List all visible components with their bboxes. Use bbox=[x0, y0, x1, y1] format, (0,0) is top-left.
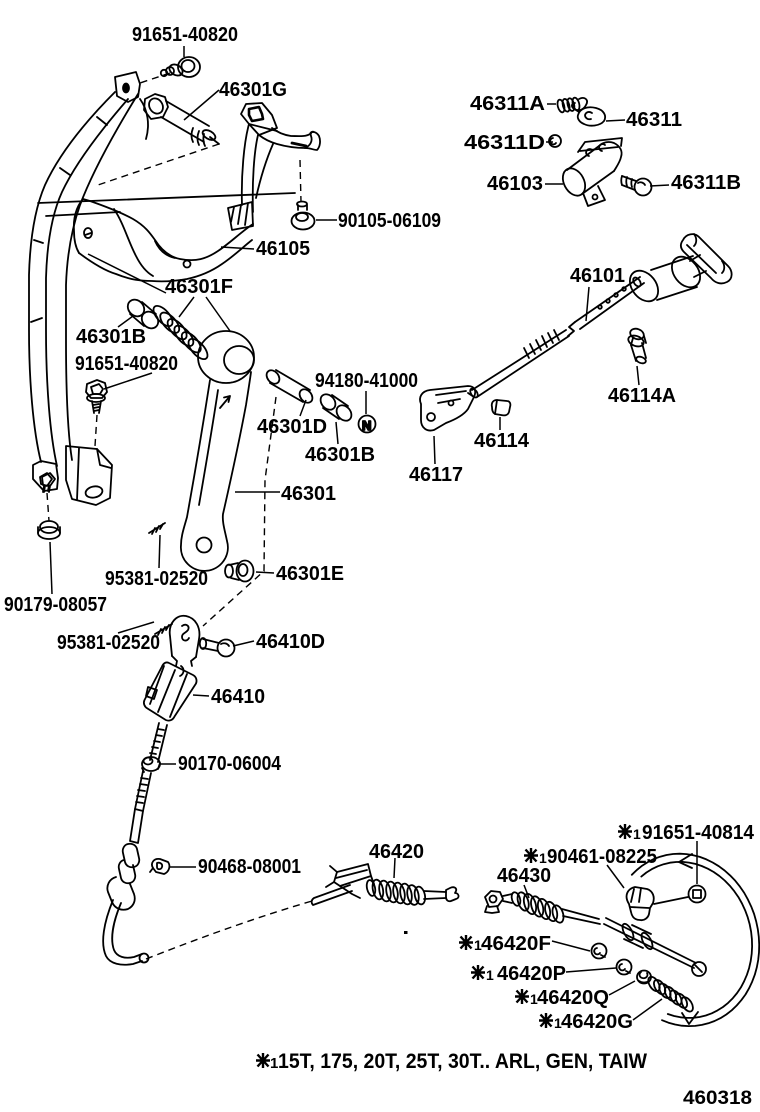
svg-text:1: 1 bbox=[633, 826, 641, 842]
svg-text:460318: 460318 bbox=[683, 1088, 752, 1109]
svg-text:46311D: 46311D bbox=[464, 132, 545, 154]
svg-text:46114: 46114 bbox=[474, 430, 530, 452]
svg-text:95381-02520: 95381-02520 bbox=[105, 568, 208, 590]
svg-text:1: 1 bbox=[539, 850, 547, 866]
svg-text:90179-08057: 90179-08057 bbox=[4, 594, 107, 616]
svg-text:46105: 46105 bbox=[256, 238, 310, 260]
svg-text:46420P: 46420P bbox=[497, 963, 566, 985]
svg-text:46311: 46311 bbox=[626, 109, 682, 131]
svg-text:46301: 46301 bbox=[281, 483, 336, 505]
svg-text:N: N bbox=[362, 418, 371, 433]
svg-text:90170-06004: 90170-06004 bbox=[178, 753, 282, 775]
svg-text:46410: 46410 bbox=[211, 686, 265, 708]
svg-text:1: 1 bbox=[486, 967, 494, 983]
svg-text:46117: 46117 bbox=[409, 464, 463, 486]
svg-text:1: 1 bbox=[530, 991, 538, 1007]
svg-text:46311B: 46311B bbox=[671, 172, 741, 194]
svg-text:90105-06109: 90105-06109 bbox=[338, 210, 441, 232]
svg-text:95381-02520: 95381-02520 bbox=[57, 632, 160, 654]
svg-text:46420Q: 46420Q bbox=[537, 987, 609, 1009]
svg-text:1: 1 bbox=[554, 1015, 562, 1031]
svg-text:46101: 46101 bbox=[570, 265, 625, 287]
svg-text:46301D: 46301D bbox=[257, 416, 327, 438]
svg-text:46301F: 46301F bbox=[165, 276, 233, 298]
svg-text:46301G: 46301G bbox=[219, 79, 287, 101]
svg-text:15T, 175, 20T, 25T, 30T.. ARL,: 15T, 175, 20T, 25T, 30T.. ARL, GEN, TAIW bbox=[278, 1050, 647, 1073]
svg-text:46114A: 46114A bbox=[608, 385, 676, 407]
svg-text:46420: 46420 bbox=[369, 841, 424, 863]
svg-text:1: 1 bbox=[270, 1055, 278, 1072]
svg-text:46103: 46103 bbox=[487, 173, 543, 195]
svg-text:46301B: 46301B bbox=[305, 444, 375, 466]
svg-text:46301E: 46301E bbox=[276, 563, 344, 585]
svg-text:91651-40820: 91651-40820 bbox=[132, 24, 238, 46]
svg-text:46420F: 46420F bbox=[481, 933, 551, 955]
svg-text:46430: 46430 bbox=[497, 865, 551, 887]
svg-text:91651-40814: 91651-40814 bbox=[642, 822, 755, 844]
svg-text:46420G: 46420G bbox=[561, 1011, 633, 1033]
svg-text:46311A: 46311A bbox=[470, 93, 545, 115]
svg-text:94180-41000: 94180-41000 bbox=[315, 370, 418, 392]
svg-text:91651-40820: 91651-40820 bbox=[75, 353, 178, 375]
svg-text:90468-08001: 90468-08001 bbox=[198, 856, 301, 878]
svg-text:46301B: 46301B bbox=[76, 326, 146, 348]
svg-text:1: 1 bbox=[474, 937, 482, 953]
svg-text:46410D: 46410D bbox=[256, 631, 325, 653]
svg-text:90461-08225: 90461-08225 bbox=[547, 846, 657, 868]
